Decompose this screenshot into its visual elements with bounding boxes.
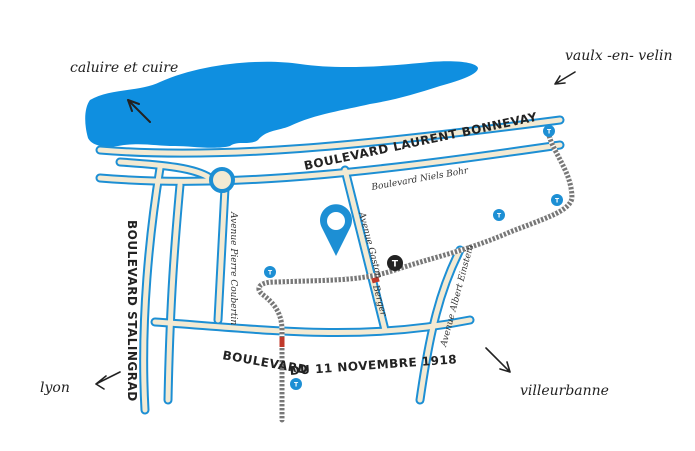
roads <box>95 115 565 415</box>
street-label-pierre-coubertin: Avenue Pierre Coubertin <box>228 211 238 325</box>
tram-stop[interactable]: T <box>551 194 563 206</box>
svg-text:T: T <box>555 198 560 205</box>
svg-text:caluire et cuire: caluire et cuire <box>70 60 178 76</box>
direction-vaulx: vaulx -en- velin <box>554 48 672 85</box>
direction-caluire: caluire et cuire <box>70 60 178 123</box>
tram-stop[interactable]: T <box>493 209 505 221</box>
svg-text:T: T <box>268 270 273 277</box>
location-pin-icon[interactable] <box>320 204 352 256</box>
svg-text:T: T <box>294 382 299 389</box>
svg-text:T: T <box>497 213 502 220</box>
svg-text:T: T <box>392 260 399 270</box>
street-label-berger: Berger <box>370 283 388 318</box>
street-label-11-novembre: DU 11 NOVEMBRE 1918 <box>289 352 457 378</box>
tram-stop[interactable]: T <box>290 378 302 390</box>
lake <box>85 61 478 148</box>
svg-text:T: T <box>547 129 552 136</box>
svg-text:lyon: lyon <box>40 380 70 396</box>
svg-text:vaulx -en- velin: vaulx -en- velin <box>565 48 672 64</box>
roundabout <box>209 167 235 193</box>
direction-villeurbanne: villeurbanne <box>485 347 609 399</box>
tram-stop[interactable]: T <box>543 125 555 137</box>
tram-stop[interactable]: T <box>264 266 276 278</box>
svg-text:villeurbanne: villeurbanne <box>520 383 609 399</box>
street-label-stalingrad: BOULEVARD STALINGRAD <box>125 220 139 402</box>
direction-lyon: lyon <box>40 371 121 396</box>
station[interactable]: T <box>387 255 403 271</box>
